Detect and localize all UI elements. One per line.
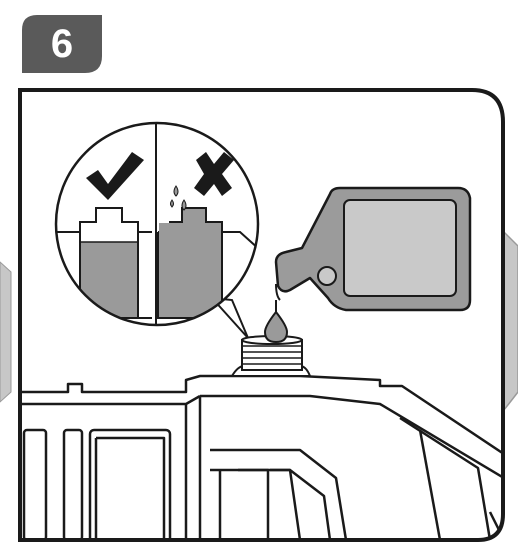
cross-icon — [194, 152, 234, 196]
oil-drop-icon — [263, 310, 289, 344]
step-badge — [22, 15, 102, 73]
oil-level-inset — [54, 121, 260, 327]
check-icon — [86, 152, 144, 200]
engine-body — [20, 374, 503, 540]
arrow-left-icon[interactable] — [0, 261, 12, 403]
oil-filler-neck — [230, 335, 312, 377]
step-badge-label-wrap: 6 — [22, 15, 102, 73]
step-number: 6 — [50, 21, 74, 66]
oil-bottle — [274, 186, 472, 312]
frame-border — [18, 88, 505, 542]
overflow-drops-icon — [170, 185, 187, 211]
illustration-frame — [20, 90, 503, 540]
